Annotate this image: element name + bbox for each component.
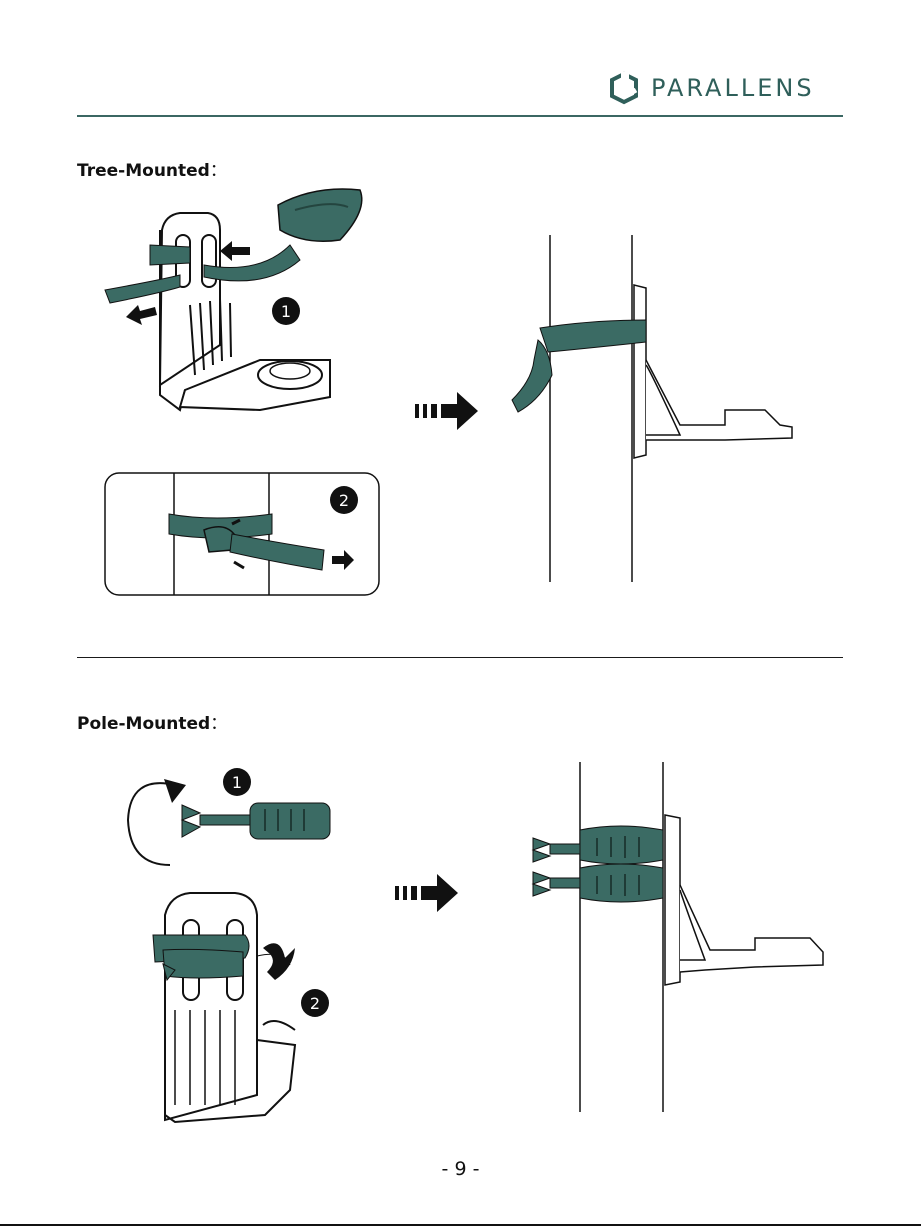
- step-badge-2: 2: [339, 491, 349, 510]
- step-badge-1: 1: [232, 773, 242, 792]
- section-divider: [77, 657, 843, 658]
- strap-buckle-tightening-illustration: 2: [104, 472, 380, 596]
- section-title-tree: Tree-Mounted：: [77, 156, 227, 181]
- bracket-with-strap-illustration: 1: [100, 185, 370, 425]
- section-title-pole: Pole-Mounted：: [77, 709, 227, 734]
- step-badge-2: 2: [310, 994, 320, 1013]
- brand-name: PARALLENS: [651, 74, 815, 102]
- dashed-right-arrow-icon: [415, 390, 480, 432]
- dashed-right-arrow-icon: [395, 872, 460, 914]
- pole-mounted-result-illustration: [525, 760, 825, 1115]
- step-badge-1: 1: [281, 302, 291, 321]
- parallens-logo-icon: [609, 72, 639, 104]
- page-number: - 9 -: [0, 1158, 921, 1180]
- brand-logo: PARALLENS: [609, 70, 849, 106]
- rotate-clamp-illustration: 1: [120, 765, 340, 870]
- page-bottom-border: [0, 1224, 921, 1226]
- header-rule: [77, 115, 843, 117]
- tree-mounted-result-illustration: [510, 230, 800, 585]
- bracket-with-clamp-illustration: 2: [145, 890, 355, 1125]
